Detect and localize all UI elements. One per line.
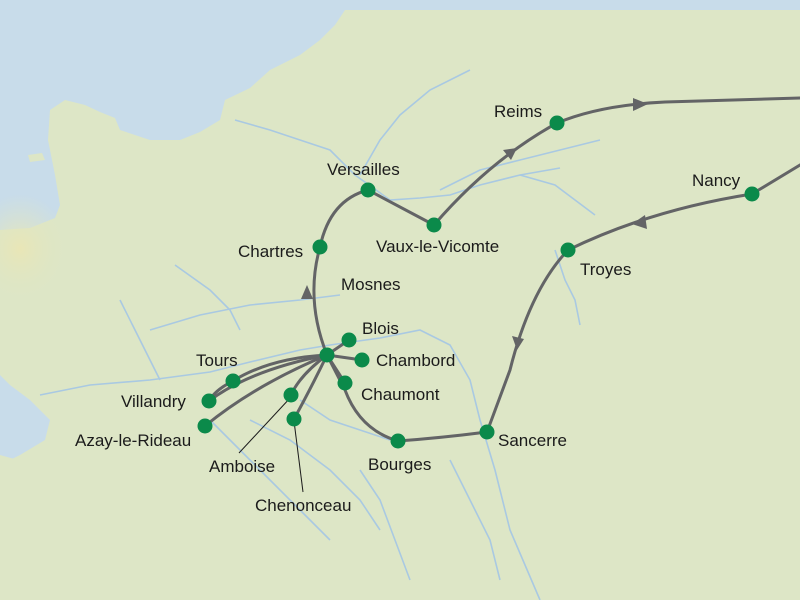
route-chartres-versailles <box>318 188 370 249</box>
leader-chenonceau <box>293 420 304 493</box>
label-versailles: Versailles <box>327 160 400 179</box>
river-seine-upper <box>554 249 581 326</box>
route-vaux-reims <box>432 121 559 227</box>
stop-marker-villandry <box>201 393 217 409</box>
stop-marker-chaumont <box>337 375 353 391</box>
river-allier <box>449 459 501 581</box>
stop-marker-chambord <box>354 352 370 368</box>
stop-marker-chartres <box>312 239 328 255</box>
leader-amboise <box>238 396 292 454</box>
label-villandry: Villandry <box>121 392 186 411</box>
stop-marker-bourges <box>390 433 406 449</box>
label-troyes: Troyes <box>580 260 631 279</box>
route-mosnes-chartres <box>312 245 329 357</box>
stop-marker-sancerre <box>479 424 495 440</box>
label-chartres: Chartres <box>238 242 303 261</box>
rivers <box>39 69 601 600</box>
stop-marker-nancy <box>744 186 760 202</box>
stop-marker-chenonceau <box>286 411 302 427</box>
stop-markers <box>197 115 760 449</box>
label-sancerre: Sancerre <box>498 431 567 450</box>
arrow-west <box>632 215 647 229</box>
route-nancy-troyes <box>566 192 754 252</box>
arrow-east <box>633 98 648 111</box>
island <box>28 153 45 162</box>
stop-marker-tours <box>225 373 241 389</box>
label-bourges: Bourges <box>368 455 431 474</box>
stop-marker-mosnes <box>319 347 335 363</box>
river-aube <box>519 174 596 216</box>
river-sarthe <box>174 264 241 331</box>
label-chambord: Chambord <box>376 351 455 370</box>
stop-marker-amboise <box>283 387 299 403</box>
label-azay-le-rideau: Azay-le-Rideau <box>75 431 191 450</box>
route-troyes-sancerre <box>485 248 570 434</box>
arrow-north <box>301 285 313 299</box>
river-mayenne <box>119 299 161 381</box>
river-vienne <box>209 419 331 541</box>
label-blois: Blois <box>362 319 399 338</box>
label-mosnes: Mosnes <box>341 275 401 294</box>
stop-marker-azay <box>197 418 213 434</box>
river-cher <box>299 399 391 441</box>
stop-marker-blois <box>341 332 357 348</box>
direction-arrows <box>301 98 648 350</box>
stop-marker-versailles <box>360 182 376 198</box>
route-reims-east <box>555 96 800 125</box>
label-nancy: Nancy <box>692 171 741 190</box>
river-creuse <box>359 469 411 581</box>
land-glow <box>0 150 200 370</box>
route-sancerre-bourges <box>396 430 489 443</box>
stop-marker-troyes <box>560 242 576 258</box>
label-tours: Tours <box>196 351 238 370</box>
arrow-northeast <box>503 148 517 160</box>
river-indre <box>249 419 381 531</box>
route-mosnes-villandry <box>207 353 329 403</box>
label-vaux-le-vicomte: Vaux-le-Vicomte <box>376 237 499 256</box>
label-chenonceau: Chenonceau <box>255 496 351 515</box>
route-versailles-vaux <box>366 188 436 227</box>
route-east-nancy <box>750 163 800 196</box>
leader-lines <box>238 396 304 493</box>
label-amboise: Amboise <box>209 457 275 476</box>
label-chaumont: Chaumont <box>361 385 440 404</box>
coast-island <box>0 455 20 485</box>
stop-marker-vaux <box>426 217 442 233</box>
river-oise <box>359 69 471 176</box>
river-marne <box>439 139 601 191</box>
stop-marker-reims <box>549 115 565 131</box>
river-loire <box>39 329 541 600</box>
route-mosnes-azay <box>203 353 329 428</box>
label-reims: Reims <box>494 102 542 121</box>
arrow-south <box>512 336 524 350</box>
